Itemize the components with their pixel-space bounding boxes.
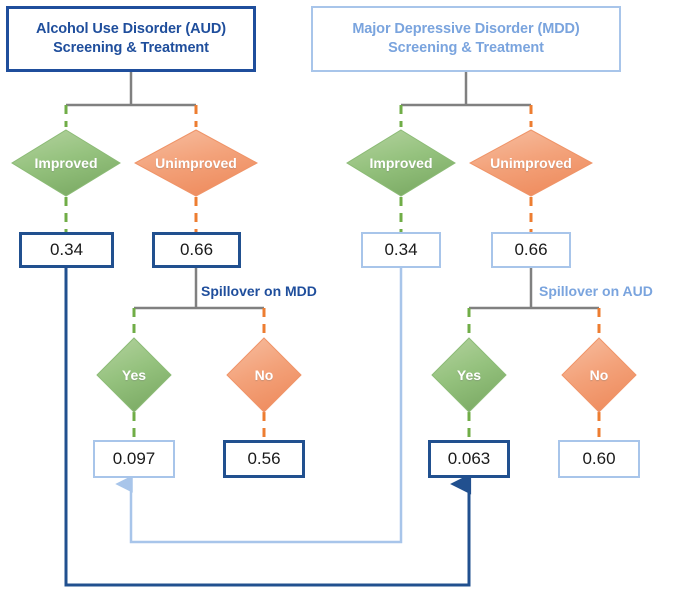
mdd-improved-prob-box[interactable]: 0.34: [361, 232, 441, 268]
mdd-improved-diamond[interactable]: Improved: [346, 129, 456, 197]
aud-spillover-yes-diamond[interactable]: Yes: [431, 337, 507, 413]
aud-spillover-yes-label: Yes: [456, 367, 482, 383]
mdd-spillover-yes-prob-value: 0.097: [112, 449, 156, 468]
spillover-on-aud-label: Spillover on AUD: [539, 283, 653, 299]
spillover-on-mdd-label: Spillover on MDD: [201, 283, 317, 299]
aud-unimproved-prob-box[interactable]: 0.66: [152, 232, 241, 268]
mdd-spillover-no-prob-box[interactable]: 0.56: [223, 440, 305, 478]
aud-improved-prob-value: 0.34: [49, 240, 84, 259]
aud-improved-label: Improved: [34, 155, 98, 171]
aud-unimproved-prob-value: 0.66: [179, 240, 214, 259]
diamond-shape: [561, 337, 637, 413]
mdd-spillover-yes-label: Yes: [121, 367, 147, 383]
diamond-shape: [11, 129, 121, 197]
mdd-root-connector: [399, 72, 533, 127]
mdd-title-box[interactable]: Major Depressive Disorder (MDD) Screenin…: [311, 6, 621, 72]
mdd-improved-label: Improved: [369, 155, 433, 171]
mdd-unimproved-label: Unimproved: [490, 155, 572, 171]
mdd-spillover-yes-diamond[interactable]: Yes: [96, 337, 172, 413]
mdd-spillover-no-prob-value: 0.56: [247, 449, 281, 468]
diamond-shape: [134, 129, 258, 197]
aud-unimproved-diamond[interactable]: Unimproved: [134, 129, 258, 197]
aud-improved-prob-box[interactable]: 0.34: [19, 232, 114, 268]
mdd-spillover-yes-prob-box[interactable]: 0.097: [93, 440, 175, 478]
aud-spillover-no-prob-value: 0.60: [582, 449, 616, 468]
aud-spillover-yes-prob-box[interactable]: 0.063: [428, 440, 510, 478]
mdd-title-line2: Screening & Treatment: [388, 40, 544, 56]
aud-spillover-no-label: No: [589, 367, 609, 383]
aud-title-box[interactable]: Alcohol Use Disorder (AUD) Screening & T…: [6, 6, 256, 72]
mdd-unimproved-prob-box[interactable]: 0.66: [491, 232, 571, 268]
aud-root-connector: [64, 72, 198, 127]
aud-improved-diamond[interactable]: Improved: [11, 129, 121, 197]
aud-spillover-no-prob-box[interactable]: 0.60: [558, 440, 640, 478]
aud-spillover-yes-prob-value: 0.063: [447, 449, 491, 468]
aud-title-line2: Screening & Treatment: [53, 40, 209, 56]
diamond-shape: [96, 337, 172, 413]
diamond-shape: [431, 337, 507, 413]
aud-spillover-no-diamond[interactable]: No: [561, 337, 637, 413]
outcome-to-prob-connectors: [64, 197, 533, 232]
mdd-improved-prob-value: 0.34: [384, 240, 418, 259]
aud-title-line1: Alcohol Use Disorder (AUD): [36, 21, 226, 38]
diamond-shape: [469, 129, 593, 197]
diamond-shape: [226, 337, 302, 413]
mdd-spillover-no-label: No: [254, 367, 274, 383]
mdd-spillover-no-diamond[interactable]: No: [226, 337, 302, 413]
diamond-shape: [346, 129, 456, 197]
mdd-title-line1: Major Depressive Disorder (MDD): [352, 21, 580, 38]
mdd-unimproved-prob-value: 0.66: [514, 240, 548, 259]
aud-unimproved-label: Unimproved: [155, 155, 237, 171]
aud-improved-to-spillover-arrow: [64, 268, 472, 587]
mdd-unimproved-diamond[interactable]: Unimproved: [469, 129, 593, 197]
